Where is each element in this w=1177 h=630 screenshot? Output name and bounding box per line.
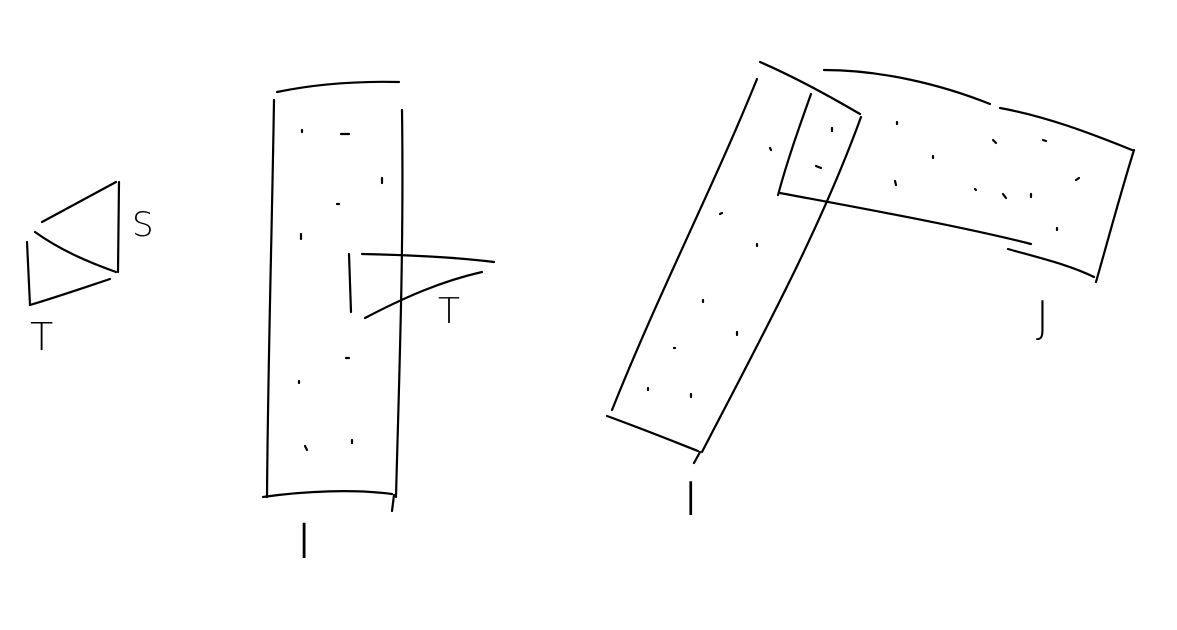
tilted-right-edge <box>700 115 863 454</box>
strip-bottom-tick <box>390 493 396 513</box>
j-top-edge-2 <box>998 106 1134 152</box>
triangle-label-s: S <box>132 205 154 245</box>
tilted-left-edge <box>610 77 759 412</box>
strip-right-edge <box>394 108 404 499</box>
triangle-sketch <box>25 180 121 307</box>
strip-label-j: J <box>1036 292 1049 343</box>
corner-t-mark <box>347 252 496 320</box>
strip-top-edge <box>275 80 401 94</box>
strip-texture-dots <box>297 128 384 452</box>
tilted-bottom-edge <box>605 414 700 453</box>
j-right-edge <box>1094 148 1136 284</box>
strip-left-edge <box>265 98 276 499</box>
corner-vertical-edge <box>347 252 353 314</box>
j-lower-edge <box>778 191 1033 246</box>
triangle-right-edge <box>116 180 121 274</box>
corner-horizontal-edge <box>360 252 496 264</box>
strip-j <box>778 68 1136 284</box>
tilted-top-edge <box>758 60 862 116</box>
strip-label-i-left: I <box>295 514 313 570</box>
triangle-label-t: T <box>30 315 54 359</box>
tilted-inner-edge <box>776 92 813 197</box>
j-top-edge <box>822 68 992 106</box>
triangle-top-edge <box>40 180 118 224</box>
strip-bottom-edge <box>261 490 394 499</box>
strip-label-i-right: I <box>682 472 699 526</box>
triangle-diagonal <box>33 230 118 274</box>
vertical-strip-i <box>261 80 404 513</box>
triangle-bottom-edge <box>28 277 112 307</box>
j-bottom-edge <box>1006 247 1096 279</box>
j-texture-dots <box>893 120 1081 232</box>
triangle-left-edge <box>25 240 32 307</box>
tilted-strip-i <box>605 60 863 465</box>
tilted-bottom-tick <box>692 450 702 465</box>
corner-label-t: T <box>438 291 460 332</box>
tilted-texture-dots <box>646 126 834 399</box>
corner-diagonal-edge <box>363 270 484 320</box>
